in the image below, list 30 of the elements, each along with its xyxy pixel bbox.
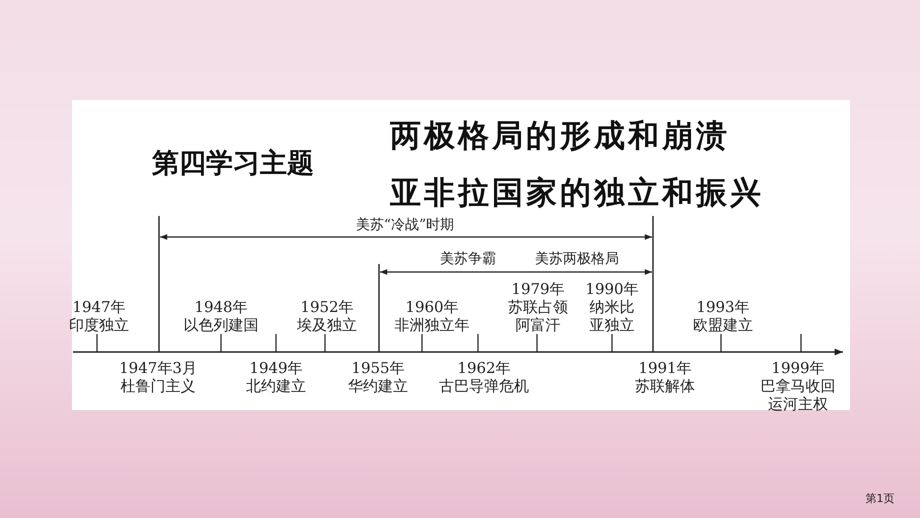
timeline-event-text: 1947年 [72, 298, 126, 316]
subheading: 亚非拉国家的独立和振兴 [390, 174, 764, 213]
timeline-event-text: 1949年 [249, 359, 303, 377]
timeline-event-text: 1947年3月 [119, 359, 197, 377]
timeline-event-text: 1952年 [300, 298, 354, 316]
timeline-event-text: 1962年 [457, 359, 511, 377]
timeline-event-text: 1955年 [351, 359, 405, 377]
timeline-event-text: 1999年 [771, 359, 825, 377]
timeline-event-text: 杜鲁门主义 [120, 377, 196, 395]
timeline-event-text: 1948年 [194, 298, 248, 316]
timeline-event-text: 巴拿马收回运河主权 [760, 377, 836, 413]
timeline-event-text: 欧盟建立 [693, 316, 753, 334]
timeline-event-text: 纳米比亚独立 [588, 298, 636, 334]
timeline-event-text: 苏联占领阿富汗 [507, 298, 569, 334]
timeline-event-text: 1979年 [511, 280, 565, 298]
timeline-event-text: 非洲独立年 [394, 316, 470, 334]
timeline-event-text: 埃及独立 [297, 316, 357, 334]
timeline-event-text: 印度独立 [69, 316, 129, 334]
timeline-event-text: 苏联解体 [635, 377, 695, 395]
timeline-event-text: 1990年 [585, 280, 639, 298]
timeline-event-text: 北约建立 [246, 377, 306, 395]
timeline-event-text: 1993年 [696, 298, 750, 316]
timeline-event-text: 古巴导弹危机 [439, 377, 529, 395]
subheading: 两极格局的形成和崩溃 [390, 117, 730, 156]
timeline-event-text: 以色列建国 [184, 316, 258, 334]
timeline-event-text: 1960年 [405, 298, 459, 316]
page-number: 第1页 [864, 491, 896, 507]
timeline-event-text: 1991年 [638, 359, 692, 377]
timeline-event-text: 华约建立 [348, 377, 408, 395]
heading: 第四学习主题 [152, 147, 314, 181]
